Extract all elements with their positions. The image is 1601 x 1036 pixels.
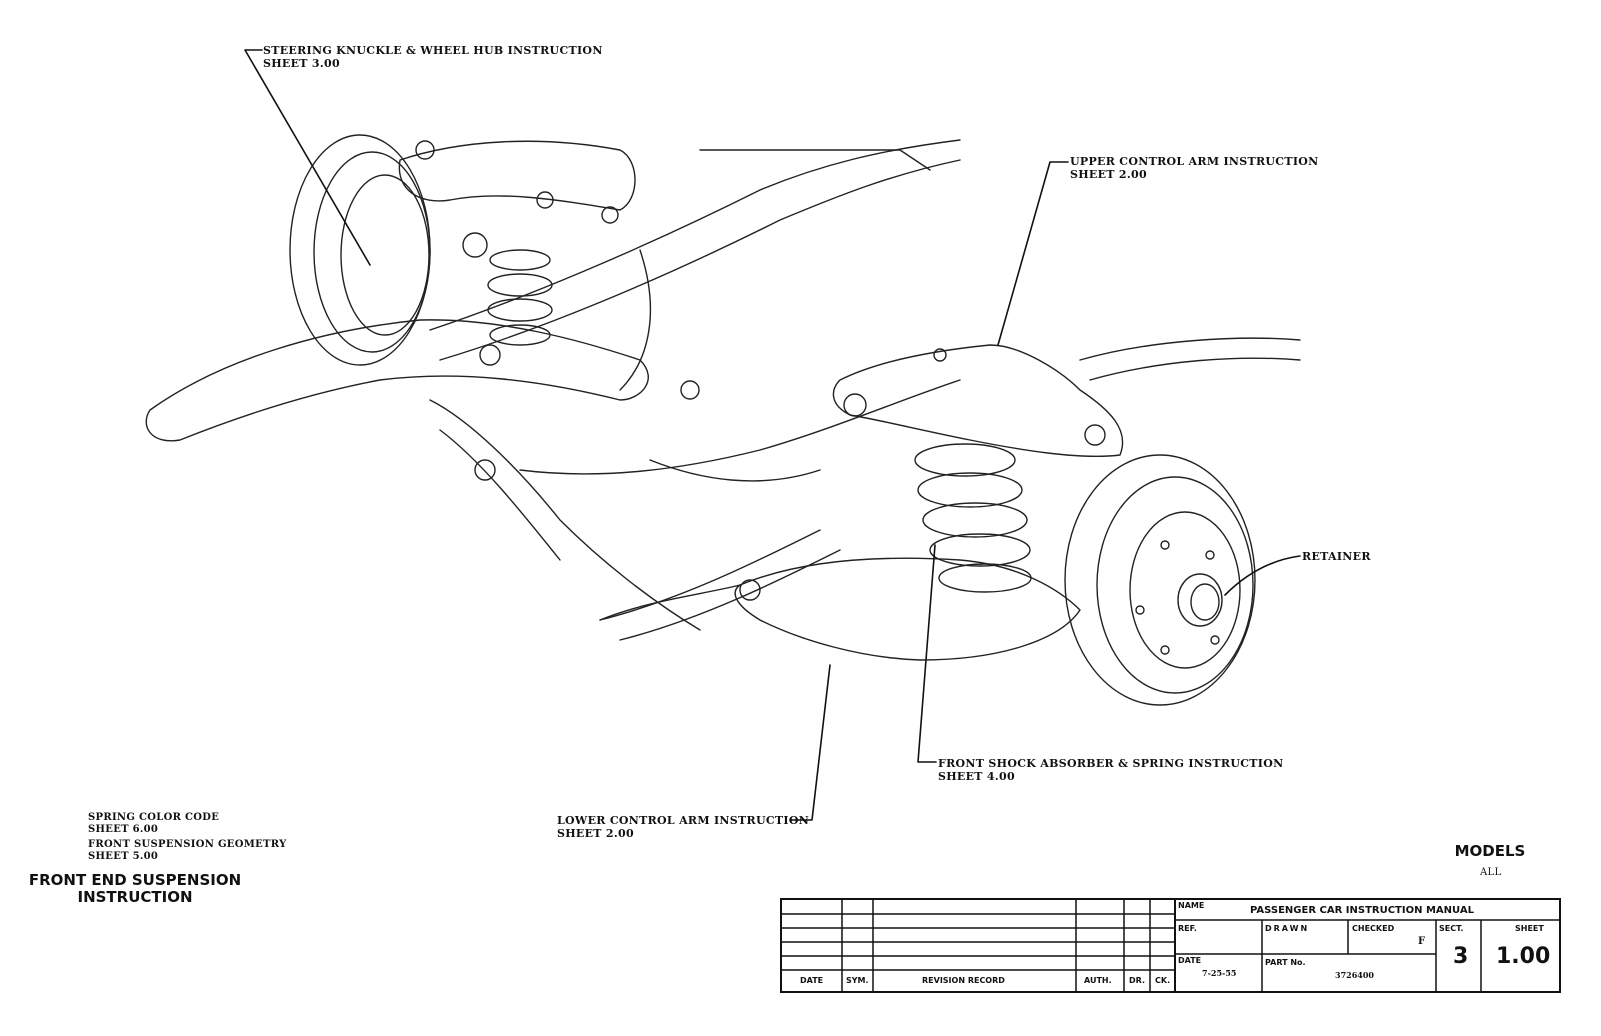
left-coil-spring [487, 249, 553, 346]
callout-upper-control-arm-sheet: SHEET 2.00 [1070, 168, 1147, 181]
callout-lower-control-arm-title: LOWER CONTROL ARM INSTRUCTION [557, 814, 810, 827]
callout-upper-control-arm: UPPER CONTROL ARM INSTRUCTION SHEET 2.00 [1070, 155, 1319, 181]
right-lower-arm [599, 557, 1081, 661]
drawn-label: DRAWN [1265, 924, 1310, 933]
rev-header-date: DATE [800, 976, 824, 985]
right-upper-arm [832, 344, 1124, 457]
rev-header-record: REVISION RECORD [922, 976, 1005, 985]
sect-label: SECT. [1439, 924, 1464, 933]
checked-value: F [1418, 936, 1426, 947]
ref-geometry-title: FRONT SUSPENSION GEOMETRY [88, 839, 287, 850]
ref-spring-color-title: SPRING COLOR CODE [88, 812, 220, 823]
callout-steering-knuckle: STEERING KNUCKLE & WHEEL HUB INSTRUCTION… [263, 44, 603, 70]
callout-steering-knuckle-sheet: SHEET 3.00 [263, 57, 340, 70]
ref-geometry-sheet: SHEET 5.00 [88, 851, 159, 862]
ref-label: REF. [1178, 924, 1197, 933]
title-block-grid [1174, 898, 1561, 993]
main-title: FRONT END SUSPENSION INSTRUCTION [25, 872, 245, 906]
rev-header-dr: DR. [1129, 976, 1145, 985]
callout-lower-control-arm-sheet: SHEET 2.00 [557, 827, 634, 840]
rev-header-auth: AUTH. [1084, 976, 1112, 985]
left-lower-arm [145, 319, 700, 481]
left-upper-arm [398, 140, 636, 258]
name-label: NAME [1178, 901, 1205, 910]
rev-header-sym: SYM. [846, 976, 869, 985]
date-label: DATE [1178, 956, 1202, 965]
revision-record-grid [780, 898, 1176, 993]
part-value: 3726400 [1335, 970, 1374, 980]
right-coil-spring [914, 443, 1032, 593]
right-brake-drum [1064, 454, 1256, 706]
callout-front-shock-sheet: SHEET 4.00 [938, 770, 1015, 783]
rev-header-ck: CK. [1155, 976, 1171, 985]
callout-retainer: RETAINER [1302, 550, 1371, 563]
main-title-line2: INSTRUCTION [77, 888, 193, 906]
models-value: ALL [1480, 867, 1502, 878]
callout-upper-control-arm-title: UPPER CONTROL ARM INSTRUCTION [1070, 155, 1319, 168]
leader-lines [244, 49, 1301, 821]
sheet-label: SHEET [1515, 924, 1544, 933]
sect-value: 3 [1453, 944, 1469, 969]
checked-label: CHECKED [1352, 924, 1395, 933]
date-value: 7-25-55 [1202, 968, 1237, 978]
main-title-line1: FRONT END SUSPENSION [28, 871, 242, 889]
callout-steering-knuckle-title: STEERING KNUCKLE & WHEEL HUB INSTRUCTION [263, 44, 603, 57]
sheet-value: 1.00 [1496, 944, 1551, 969]
callout-lower-control-arm: LOWER CONTROL ARM INSTRUCTION SHEET 2.00 [557, 814, 809, 840]
reference-notes: SPRING COLOR CODE SHEET 6.00 FRONT SUSPE… [88, 812, 287, 863]
callout-front-shock-title: FRONT SHOCK ABSORBER & SPRING INSTRUCTIO… [938, 757, 1284, 770]
ref-spring-color-sheet: SHEET 6.00 [88, 824, 159, 835]
part-label: PART No. [1265, 958, 1306, 967]
name-value: PASSENGER CAR INSTRUCTION MANUAL [1250, 905, 1474, 916]
left-brake-drum [289, 134, 431, 366]
frame-crossmember [429, 139, 1301, 641]
callout-front-shock: FRONT SHOCK ABSORBER & SPRING INSTRUCTIO… [938, 757, 1283, 783]
models-label: MODELS [1454, 842, 1526, 860]
